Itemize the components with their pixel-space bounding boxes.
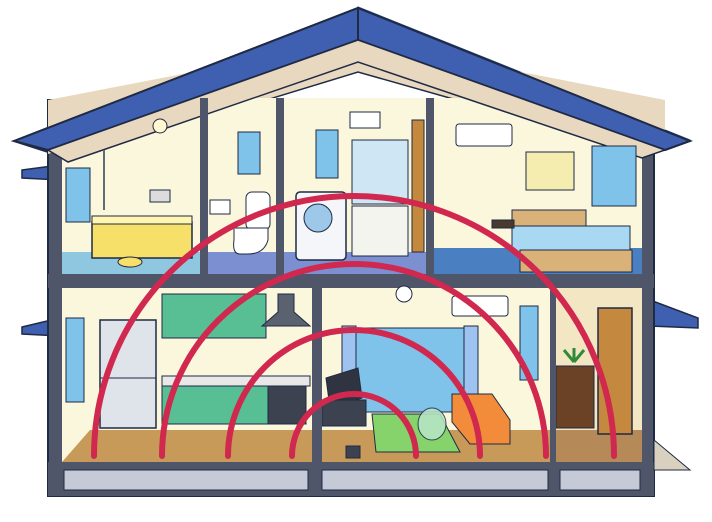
shoe-cabinet [555,365,595,429]
entrance-floor [556,430,642,462]
bed-icon [511,225,631,253]
tv-stand [321,399,367,427]
bedroom [455,123,637,273]
signal-arc-4 [91,193,617,459]
range-hood-icon [260,293,312,327]
lower-cabinets [161,385,269,425]
bedroom-window [591,145,637,207]
plant-icon [562,348,586,363]
bath-window [65,167,91,223]
partition-upper-3 [426,98,434,274]
foundation-vent-right [559,469,641,491]
counter-top [161,375,311,387]
side-table [491,219,515,229]
sofa-icon [451,393,511,445]
signal-arc-3 [159,261,549,459]
roof-trim [46,39,668,163]
partition-lower-1 [312,288,322,462]
bath-control-panel [149,189,171,203]
entrance-step [653,438,692,471]
floor-slab-upper [48,274,654,288]
kitchen [65,293,312,429]
upper-cabinets [161,293,267,339]
toilet-room [209,131,271,255]
toilet-icon [233,227,269,255]
map-picture-icon [525,151,575,191]
bathroom [65,118,193,268]
side-eave-right [649,298,699,329]
signal-arc-1 [289,391,419,459]
air-conditioner-icon [455,123,513,147]
partition-lower-2 [550,288,556,462]
foundation-vent-left [63,469,309,491]
foundation-vent-mid [321,469,549,491]
door-icon [597,307,633,435]
bathtub-rim [91,215,193,225]
kitchen-floor [62,430,312,462]
partition-upper-1 [200,98,208,274]
paper-holder [209,199,231,215]
toilet-floor [208,252,276,274]
glass-table [417,407,447,441]
washing-machine-door [303,203,333,233]
router-icon [345,445,361,459]
living-room [321,285,511,453]
bathtub-icon [91,221,193,259]
water-heater [349,111,381,129]
entrance [519,305,633,435]
ceiling-light-icon [152,118,168,134]
signal-arc-2 [225,327,483,459]
kitchen-window [65,317,85,403]
washroom-door [411,119,425,253]
washroom [295,111,425,261]
partition-upper-2 [276,98,284,274]
bath-stool [117,256,143,268]
toilet-window [237,131,261,175]
vanity-cabinet [351,205,409,257]
living-ceiling-light [395,285,413,303]
bed-base [519,249,633,273]
signal-arcs [91,193,617,459]
washroom-window [315,129,339,179]
oven [267,385,307,425]
